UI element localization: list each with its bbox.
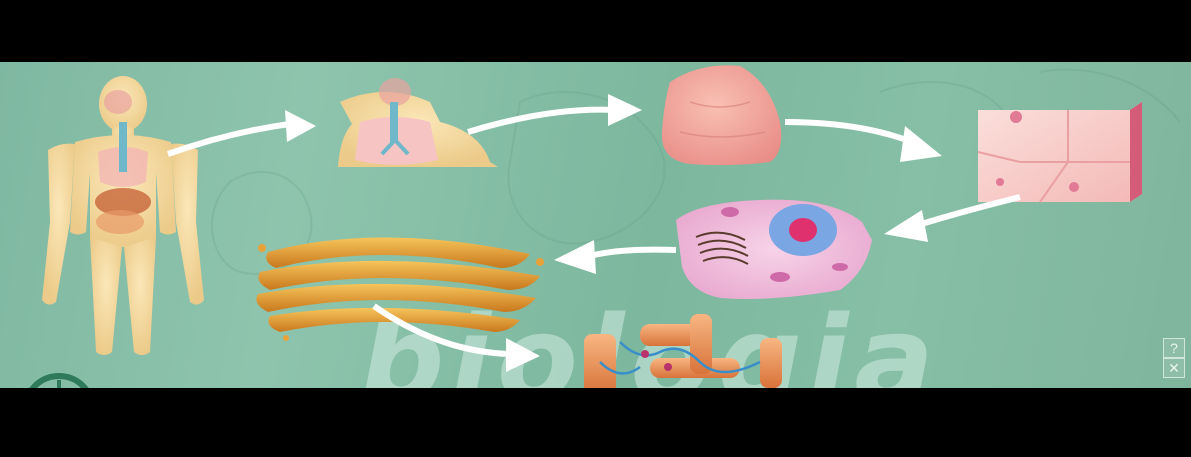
close-button[interactable]: ✕ xyxy=(1163,358,1185,378)
human-body-figure xyxy=(42,76,204,355)
torso-respiratory-system xyxy=(338,78,498,167)
lung-organ xyxy=(662,65,781,165)
arrow-body-to-torso xyxy=(285,110,316,142)
biology-hierarchy-scene: biologia xyxy=(0,62,1191,388)
scene-illustration xyxy=(0,62,1191,388)
arrow-torso-to-lung xyxy=(608,94,642,126)
letterbox-bottom xyxy=(0,388,1191,457)
arrow-lung-to-tissue xyxy=(900,126,942,162)
tissue-block xyxy=(978,102,1142,202)
eukaryotic-cell xyxy=(676,200,872,299)
letterbox-top xyxy=(0,0,1191,62)
arrow-golgi-to-protein xyxy=(506,338,540,372)
help-button[interactable]: ? xyxy=(1163,338,1185,358)
process-arrows xyxy=(168,94,1020,372)
arrow-tissue-to-cell xyxy=(884,210,928,242)
arrow-cell-to-golgi xyxy=(554,240,596,274)
circle-logo-icon xyxy=(14,370,104,388)
protein-structure xyxy=(584,314,782,388)
